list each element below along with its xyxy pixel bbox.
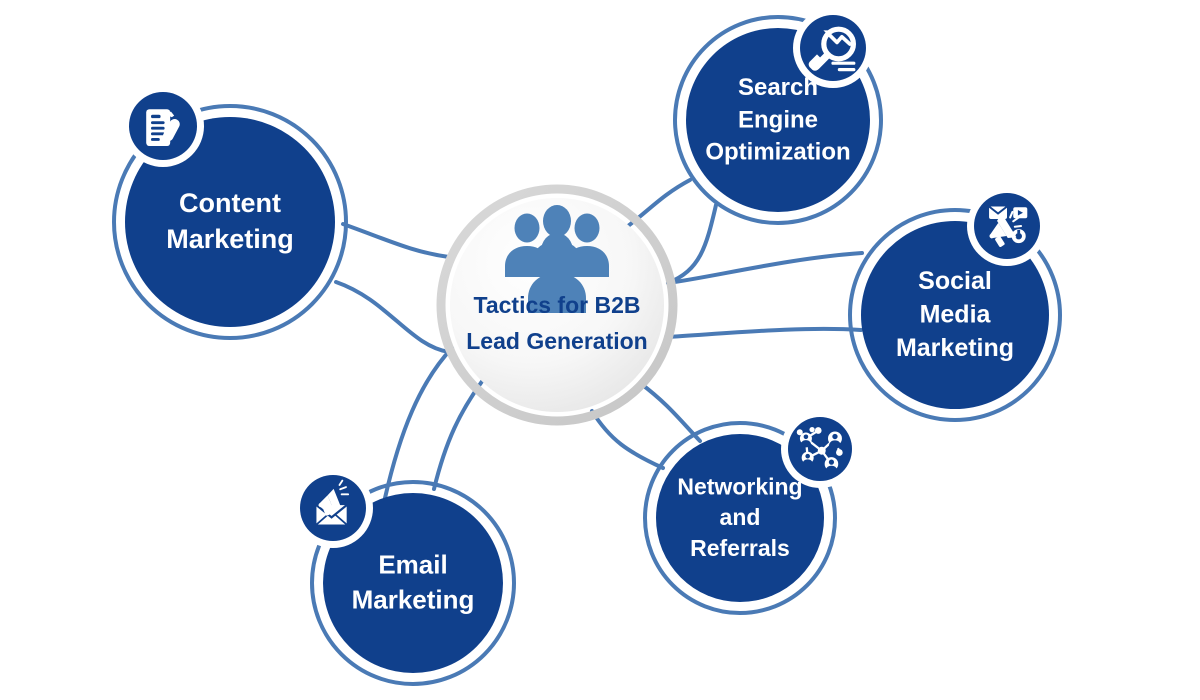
node-label-line: Optimization [705, 139, 850, 166]
node-icon-badge-search-engine-optimization[interactable] [793, 8, 873, 88]
node-disc [656, 434, 824, 602]
node-icon-badge-networking-and-referrals[interactable] [781, 410, 859, 488]
node-disc [323, 493, 503, 673]
node-disc [125, 117, 335, 327]
node-label-line: Marketing [896, 334, 1014, 362]
node-label-line: Engine [738, 106, 818, 133]
node-icon-badge-email-marketing[interactable] [293, 468, 373, 548]
connector-email-marketing [383, 346, 485, 500]
node-label-line: Search [738, 74, 818, 101]
node-outer-ring [310, 480, 516, 686]
node-label-line: Content [179, 188, 281, 218]
node-outer-ring [848, 208, 1062, 422]
connector-content-marketing [334, 222, 451, 354]
node-label-line: Social [918, 267, 992, 295]
node-disc [861, 221, 1049, 409]
hub-title-line1: Tactics for B2B [473, 292, 640, 318]
node-label-line: Email [378, 549, 447, 579]
node-label-line: Marketing [352, 584, 475, 614]
node-outer-ring [112, 104, 348, 340]
node-outer-ring [643, 421, 837, 615]
node-icon-badge-social-media-marketing[interactable] [967, 186, 1047, 266]
node-label-line: Networking [677, 473, 802, 499]
hub-outer-ring [436, 184, 678, 426]
node-label-line: Media [920, 301, 992, 329]
connector-social-media-marketing [664, 251, 864, 339]
node-icon-badge-content-marketing[interactable] [122, 85, 204, 167]
node-label-line: Referrals [690, 535, 790, 561]
hub-title-line2: Lead Generation [466, 328, 647, 354]
badge-disc [800, 15, 866, 81]
node-label-line: Marketing [166, 224, 294, 254]
center-hub[interactable]: Tactics for B2B Lead Generation [436, 184, 678, 426]
node-outer-ring [673, 15, 883, 225]
node-label-line: and [720, 504, 761, 530]
